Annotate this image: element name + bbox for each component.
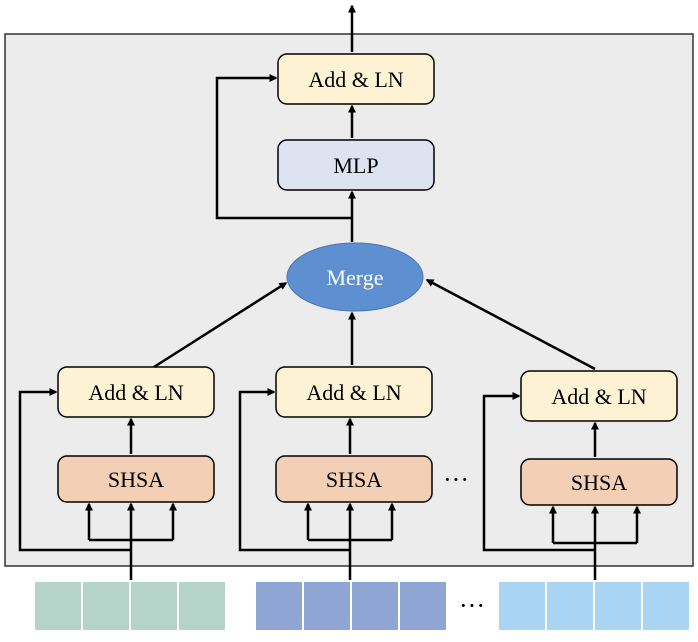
branch-ellipsis: ··· bbox=[443, 465, 469, 494]
branch-2: Add & LN SHSA bbox=[238, 366, 433, 580]
branch-1: Add & LN SHSA bbox=[18, 366, 215, 580]
token bbox=[131, 582, 177, 630]
token bbox=[643, 582, 689, 630]
top-skip-connection bbox=[215, 74, 352, 220]
branch-3-add-ln-label: Add & LN bbox=[551, 384, 646, 409]
token bbox=[304, 582, 350, 630]
branch-3-skip-connection bbox=[482, 392, 595, 552]
branch-3-shsa-label: SHSA bbox=[571, 470, 627, 495]
branch-1-add-ln-label: Add & LN bbox=[88, 380, 183, 405]
token bbox=[179, 582, 225, 630]
merge-node: Merge bbox=[286, 242, 424, 312]
branch-2-shsa-box bbox=[275, 455, 433, 503]
token bbox=[547, 582, 593, 630]
branch-2-add-ln-box bbox=[275, 366, 433, 418]
branch-2-skip-connection bbox=[238, 388, 350, 552]
branch-1-shsa-label: SHSA bbox=[108, 467, 164, 492]
branch-3-add-ln-box bbox=[520, 370, 678, 422]
token bbox=[595, 582, 641, 630]
top-add-ln-box: Add & LN bbox=[277, 53, 435, 105]
mlp-label: MLP bbox=[333, 153, 378, 178]
branch-3-to-merge-arrow bbox=[425, 278, 596, 371]
branch-2-add-ln-label: Add & LN bbox=[306, 380, 401, 405]
branch-1-skip-connection bbox=[18, 388, 131, 552]
mlp-box: MLP bbox=[277, 139, 435, 191]
branch-1-to-merge-arrow bbox=[153, 281, 288, 369]
token bbox=[352, 582, 398, 630]
merge-label: Merge bbox=[326, 265, 383, 290]
token-group-3 bbox=[499, 582, 689, 630]
branch-3-shsa-box bbox=[520, 458, 678, 506]
branch-1-shsa-box bbox=[57, 455, 215, 503]
token bbox=[256, 582, 302, 630]
token bbox=[35, 582, 81, 630]
branch-3: Add & LN SHSA bbox=[482, 370, 678, 580]
token bbox=[499, 582, 545, 630]
token-ellipsis: ··· bbox=[459, 591, 485, 620]
top-add-ln-label: Add & LN bbox=[308, 67, 403, 92]
branch-2-shsa-label: SHSA bbox=[326, 467, 382, 492]
token bbox=[400, 582, 446, 630]
branch-1-add-ln-box bbox=[57, 366, 215, 418]
token-group-2 bbox=[256, 582, 446, 630]
token-group-1 bbox=[35, 582, 225, 630]
token bbox=[83, 582, 129, 630]
